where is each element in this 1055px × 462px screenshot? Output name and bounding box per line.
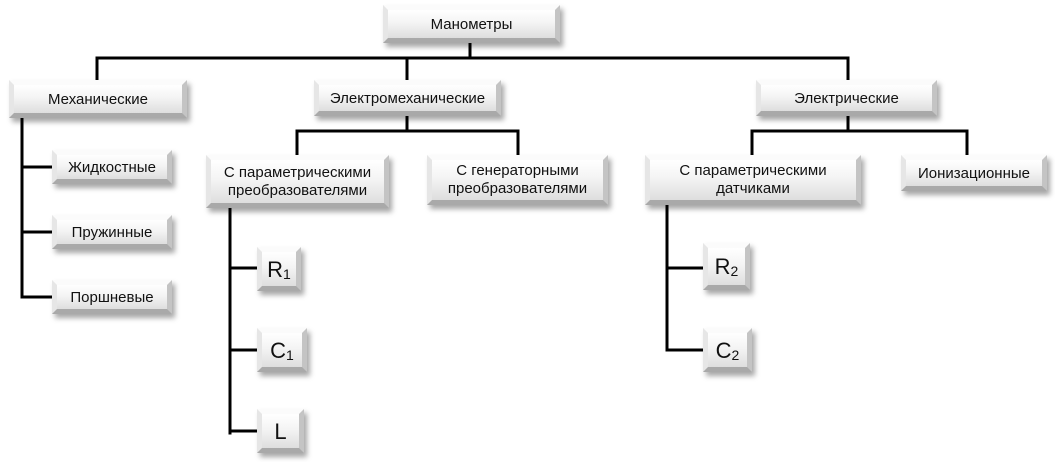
node-electromechanical: Электромеханические [314,80,501,116]
node-l: L [257,409,304,453]
leaf-letter: R [714,254,731,279]
leaf-subscript: 2 [730,263,739,279]
leaf-subscript: 1 [283,265,291,282]
leaf-letter: R [267,256,284,282]
node-parametric-converters: С параметрическими преобразователями [206,155,389,208]
leaf-subscript: 1 [286,346,294,363]
leaf-letter: L [274,418,287,444]
node-electrical: Электрические [756,80,937,116]
node-spring: Пружинные [52,215,172,249]
leaf-letter: C [270,337,287,363]
node-liquid: Жидкостные [52,150,172,184]
node-ionization: Ионизационные [901,155,1047,191]
node-manometers: Манометры [383,5,560,43]
leaf-letter: C [715,337,732,363]
leaf-subscript: 2 [731,346,740,363]
node-piston: Поршневые [52,280,172,314]
node-parametric-sensors: С параметрическими датчиками [645,155,861,205]
node-generator-converters: С генераторными преобразователями [427,155,608,205]
node-mechanical: Механические [9,80,187,118]
